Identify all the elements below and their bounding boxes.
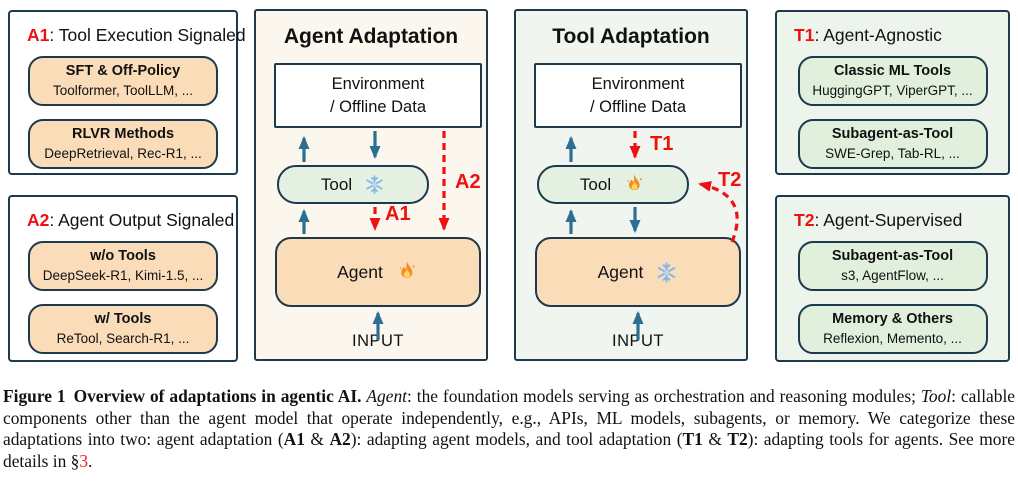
legend-a1-title-text: : Tool Execution Signaled [49, 25, 246, 45]
legend-item-subagent-as-tool: Subagent-as-Tool SWE-Grep, Tab-RL, ... [797, 119, 988, 170]
environment-box: Environment / Offline Data [274, 63, 482, 128]
legend-item-examples: DeepRetrieval, Rec-R1, ... [44, 145, 202, 161]
legend-t2-title-text: : Agent-Supervised [814, 210, 963, 230]
legend-item-name: Classic ML Tools [833, 63, 952, 79]
fire-icon [623, 173, 646, 196]
legend-a1-tool-execution-signaled: A1: Tool Execution Signaled SFT & Off-Po… [8, 10, 246, 175]
figure-number: Figure 1 [3, 386, 66, 406]
legend-item-examples: Toolformer, ToolLLM, ... [52, 82, 194, 98]
legend-item-memory-and-others: Memory & Others Reflexion, Memento, ... [797, 304, 988, 355]
legend-item-examples: SWE-Grep, Tab-RL, ... [825, 145, 960, 161]
caption-text: : callable components other than the age… [3, 386, 1015, 450]
legend-t2-code: T2 [794, 210, 815, 230]
legend-item-rlvr-methods: RLVR Methods DeepRetrieval, Rec-R1, ... [28, 119, 218, 170]
legend-a2-title: A2: Agent Output Signaled [10, 210, 234, 231]
legend-t1-title: T1: Agent-Agnostic [777, 25, 942, 46]
legend-a2-agent-output-signaled: A2: Agent Output Signaled w/o Tools Deep… [8, 195, 238, 362]
legend-item-name: RLVR Methods [71, 126, 175, 143]
legend-a2-code: A2 [27, 210, 50, 230]
legend-a2-title-text: : Agent Output Signaled [49, 210, 235, 230]
legend-item-wo-tools: w/o Tools DeepSeek-R1, Kimi-1.5, ... [28, 241, 218, 292]
caption-agent-term: Agent [366, 386, 407, 406]
agent-label: Agent [597, 261, 644, 282]
environment-line1: Environment [331, 75, 425, 94]
legend-item-name: Subagent-as-Tool [831, 248, 954, 264]
legend-t1-title-text: : Agent-Agnostic [814, 25, 942, 45]
legend-item-name: SFT & Off-Policy [65, 63, 181, 79]
legend-item-examples: HuggingGPT, ViperGPT, ... [812, 82, 973, 98]
caption-tool-term: Tool [920, 386, 952, 406]
signal-t1-label: T1 [650, 133, 674, 155]
caption-text: : the foundation models serving as orche… [406, 386, 921, 406]
caption-text: ): adapting agent models, and tool adapt… [350, 429, 683, 450]
legend-t1-agent-agnostic: T1: Agent-Agnostic Classic ML Tools Hugg… [775, 10, 1010, 175]
snowflake-icon [364, 174, 385, 195]
environment-line1: Environment [591, 75, 685, 94]
agent-label: Agent [337, 261, 383, 282]
legend-item-sft-off-policy: SFT & Off-Policy Toolformer, ToolLLM, ..… [28, 56, 218, 107]
legend-t2-agent-supervised: T2: Agent-Supervised Subagent-as-Tool s3… [775, 195, 1010, 362]
section-3-link[interactable]: 3 [79, 450, 89, 471]
legend-item-examples: DeepSeek-R1, Kimi-1.5, ... [42, 267, 204, 283]
tool-box-trained: Tool [537, 165, 689, 204]
figure-caption: Figure 1 Overview of adaptations in agent… [3, 386, 1015, 472]
caption-text: & [304, 429, 330, 450]
tool-box-frozen: Tool [277, 165, 429, 204]
environment-box: Environment / Offline Data [534, 63, 742, 128]
caption-text: & [702, 429, 728, 450]
snowflake-icon [655, 261, 678, 284]
legend-a1-title: A1: Tool Execution Signaled [10, 25, 246, 46]
signal-t2-label: T2 [718, 169, 742, 191]
legend-item-name: Subagent-as-Tool [831, 126, 954, 143]
legend-a1-code: A1 [27, 25, 50, 45]
legend-item-name: w/o Tools [90, 248, 156, 264]
legend-t1-code: T1 [794, 25, 815, 45]
caption-text: ): adapting tools for agents. See more d… [3, 429, 1015, 471]
legend-item-subagent-as-tool: Subagent-as-Tool s3, AgentFlow, ... [797, 241, 988, 292]
legend-item-name: Memory & Others [832, 311, 953, 328]
input-label: INPUT [612, 332, 664, 350]
agent-box-frozen: Agent [535, 237, 741, 307]
agent-box-trained: Agent [275, 237, 481, 307]
caption-t2: T2 [727, 429, 748, 450]
signal-a1-label: A1 [385, 203, 411, 225]
legend-item-classic-ml-tools: Classic ML Tools HuggingGPT, ViperGPT, .… [797, 56, 988, 107]
tool-adaptation-title: Tool Adaptation [552, 25, 710, 48]
caption-t1: T1 [682, 429, 703, 450]
legend-item-examples: s3, AgentFlow, ... [841, 267, 944, 283]
agent-adaptation-panel: Agent Adaptation Environment / Offline D… [254, 9, 488, 361]
environment-line2: / Offline Data [330, 97, 426, 116]
tool-label: Tool [320, 174, 353, 194]
legend-item-examples: Reflexion, Memento, ... [823, 330, 962, 346]
caption-bold-head: Overview of adaptations in agentic AI. [73, 386, 367, 406]
input-label: INPUT [352, 332, 404, 350]
legend-item-w-tools: w/ Tools ReTool, Search-R1, ... [28, 304, 218, 355]
legend-t2-title: T2: Agent-Supervised [777, 210, 962, 231]
agent-adaptation-title: Agent Adaptation [283, 25, 459, 48]
caption-text: . [88, 450, 93, 471]
tool-label: Tool [579, 174, 612, 194]
caption-a2: A2 [329, 429, 351, 450]
caption-a1: A1 [283, 429, 305, 450]
tool-adaptation-panel: Tool Adaptation Environment / Offline Da… [514, 9, 748, 361]
legend-item-name: w/ Tools [94, 311, 152, 328]
environment-line2: / Offline Data [590, 97, 686, 116]
legend-item-examples: ReTool, Search-R1, ... [56, 330, 190, 346]
signal-a2-label: A2 [455, 171, 481, 193]
fire-icon [395, 260, 419, 284]
